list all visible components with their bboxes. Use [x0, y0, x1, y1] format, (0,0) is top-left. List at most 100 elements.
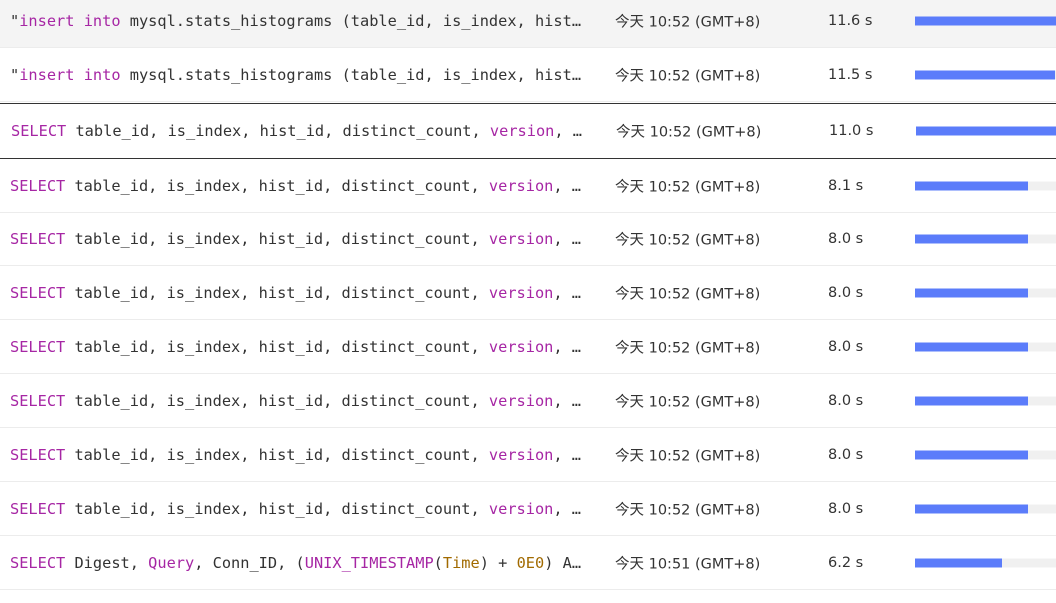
- sql-keyword: SELECT: [10, 391, 66, 410]
- table-row[interactable]: SELECT table_id, is_index, hist_id, dist…: [0, 159, 1056, 213]
- query-start-time: 今天 10:52 (GMT+8): [615, 394, 761, 410]
- sql-text: , null_count, tot_col_size, stats_ver, f…: [554, 122, 589, 140]
- duration-bar-fill: [915, 504, 1028, 513]
- sql-text: ) +: [479, 553, 517, 572]
- sql-text: mysql.stats_histograms (table_id, is_ind…: [129, 65, 588, 84]
- query-start-time: 今天 10:52 (GMT+8): [615, 286, 761, 302]
- sql-keyword: into: [83, 65, 121, 84]
- sql-text: , null_count, tot_col_size, stats_ver, f…: [553, 445, 588, 464]
- sql-literal: 0E0: [516, 553, 545, 572]
- duration-bar: [915, 181, 1056, 190]
- query-duration: 8.0 s: [828, 338, 864, 355]
- table-row[interactable]: SELECT table_id, is_index, hist_id, dist…: [0, 103, 1056, 159]
- query-start-time: 今天 10:52 (GMT+8): [616, 124, 762, 141]
- duration-bar-fill: [915, 234, 1028, 244]
- sql-keyword: SELECT: [10, 230, 66, 248]
- query-duration: 8.0 s: [828, 392, 864, 409]
- duration-bar-fill: [915, 396, 1028, 405]
- query-text: "insert into mysql.stats_histograms (tab…: [10, 66, 588, 84]
- table-row[interactable]: "insert into mysql.stats_histograms (tab…: [0, 48, 1056, 102]
- table-row[interactable]: SELECT table_id, is_index, hist_id, dist…: [0, 428, 1056, 482]
- query-text: SELECT Digest, Query, Conn_ID, (UNIX_TIM…: [10, 554, 588, 572]
- duration-bar: [915, 16, 1056, 26]
- sql-keyword: UNIX_TIMESTAMP: [304, 553, 434, 572]
- sql-keyword: into: [83, 12, 121, 30]
- sql-text: [74, 66, 83, 84]
- sql-text: , null_count, tot_col_size, stats_ver, f…: [553, 230, 588, 248]
- sql-text: , null_count, tot_col_size, stats_ver, f…: [553, 176, 588, 195]
- sql-text: (: [433, 553, 443, 572]
- duration-bar: [915, 396, 1056, 405]
- query-text: SELECT table_id, is_index, hist_id, dist…: [10, 230, 588, 248]
- sql-text: table_id, is_index, hist_id, distinct_co…: [65, 499, 489, 518]
- query-start-time: 今天 10:52 (GMT+8): [615, 232, 761, 249]
- sql-keyword: SELECT: [10, 176, 66, 195]
- duration-bar: [915, 450, 1056, 459]
- sql-text: , null_count, tot_col_size, stats_ver, f…: [553, 499, 588, 518]
- sql-text: , null_count, tot_col_size, stats_ver, f…: [553, 283, 588, 302]
- duration-bar-fill: [915, 70, 1055, 79]
- query-text: SELECT table_id, is_index, hist_id, dist…: [10, 177, 588, 195]
- query-text: "insert into mysql.stats_histograms (tab…: [10, 12, 588, 30]
- sql-text: , null_count, tot_col_size, stats_ver, f…: [553, 391, 588, 410]
- sql-text: table_id, is_index, hist_id, distinct_co…: [65, 337, 489, 356]
- query-duration: 11.6 s: [828, 13, 873, 29]
- query-text: SELECT table_id, is_index, hist_id, dist…: [10, 392, 588, 410]
- sql-text: [74, 12, 83, 30]
- query-start-time: 今天 10:51 (GMT+8): [615, 556, 761, 572]
- duration-bar: [915, 504, 1056, 513]
- query-start-time: 今天 10:52 (GMT+8): [615, 68, 761, 84]
- query-text: SELECT table_id, is_index, hist_id, dist…: [10, 338, 588, 356]
- sql-text: ": [10, 12, 20, 30]
- sql-keyword: SELECT: [10, 337, 66, 356]
- sql-keyword: Query: [148, 553, 195, 572]
- query-duration: 8.0 s: [828, 231, 864, 247]
- duration-bar-fill: [915, 181, 1028, 190]
- sql-text: table_id, is_index, hist_id, distinct_co…: [65, 230, 489, 248]
- sql-keyword: version: [489, 122, 555, 140]
- table-row[interactable]: SELECT table_id, is_index, hist_id, dist…: [0, 266, 1056, 320]
- duration-bar: [916, 126, 1056, 136]
- sql-keyword: version: [488, 337, 554, 356]
- sql-text: mysql.stats_histograms (table_id, is_ind…: [129, 12, 588, 30]
- sql-literal: Time: [442, 553, 480, 572]
- sql-keyword: SELECT: [10, 499, 66, 518]
- table-row[interactable]: SELECT table_id, is_index, hist_id, dist…: [0, 482, 1056, 536]
- sql-text: , Conn_ID, (: [194, 553, 305, 572]
- table-row[interactable]: SELECT Digest, Query, Conn_ID, (UNIX_TIM…: [0, 536, 1056, 590]
- duration-bar-fill: [916, 126, 1056, 136]
- query-text: SELECT table_id, is_index, hist_id, dist…: [11, 122, 589, 140]
- query-duration: 11.5 s: [828, 66, 873, 83]
- duration-bar: [915, 342, 1056, 351]
- table-row[interactable]: SELECT table_id, is_index, hist_id, dist…: [0, 374, 1056, 428]
- duration-bar: [915, 234, 1056, 244]
- query-text: SELECT table_id, is_index, hist_id, dist…: [10, 446, 588, 464]
- sql-keyword: SELECT: [10, 553, 66, 572]
- query-start-time: 今天 10:52 (GMT+8): [615, 179, 761, 195]
- sql-keyword: insert: [19, 65, 75, 84]
- duration-bar: [915, 558, 1056, 567]
- sql-keyword: insert: [19, 12, 75, 30]
- query-start-time: 今天 10:52 (GMT+8): [615, 14, 761, 31]
- sql-text: table_id, is_index, hist_id, distinct_co…: [66, 122, 490, 140]
- sql-text: Digest,: [65, 553, 149, 572]
- sql-text: ": [10, 65, 20, 84]
- duration-bar-fill: [915, 16, 1056, 26]
- table-row[interactable]: SELECT table_id, is_index, hist_id, dist…: [0, 320, 1056, 374]
- query-duration: 6.2 s: [828, 554, 864, 571]
- duration-bar-fill: [915, 558, 1002, 567]
- query-duration: 8.0 s: [828, 284, 864, 301]
- sql-keyword: version: [488, 230, 554, 248]
- query-start-time: 今天 10:52 (GMT+8): [615, 502, 761, 518]
- sql-keyword: version: [488, 391, 554, 410]
- sql-text: table_id, is_index, hist_id, distinct_co…: [65, 445, 489, 464]
- query-text: SELECT table_id, is_index, hist_id, dist…: [10, 500, 588, 518]
- sql-keyword: SELECT: [11, 122, 67, 140]
- sql-keyword: SELECT: [10, 283, 66, 302]
- sql-text: table_id, is_index, hist_id, distinct_co…: [65, 283, 489, 302]
- duration-bar: [915, 70, 1056, 79]
- table-row[interactable]: SELECT table_id, is_index, hist_id, dist…: [0, 213, 1056, 266]
- duration-bar: [915, 288, 1056, 297]
- table-row[interactable]: "insert into mysql.stats_histograms (tab…: [0, 0, 1056, 48]
